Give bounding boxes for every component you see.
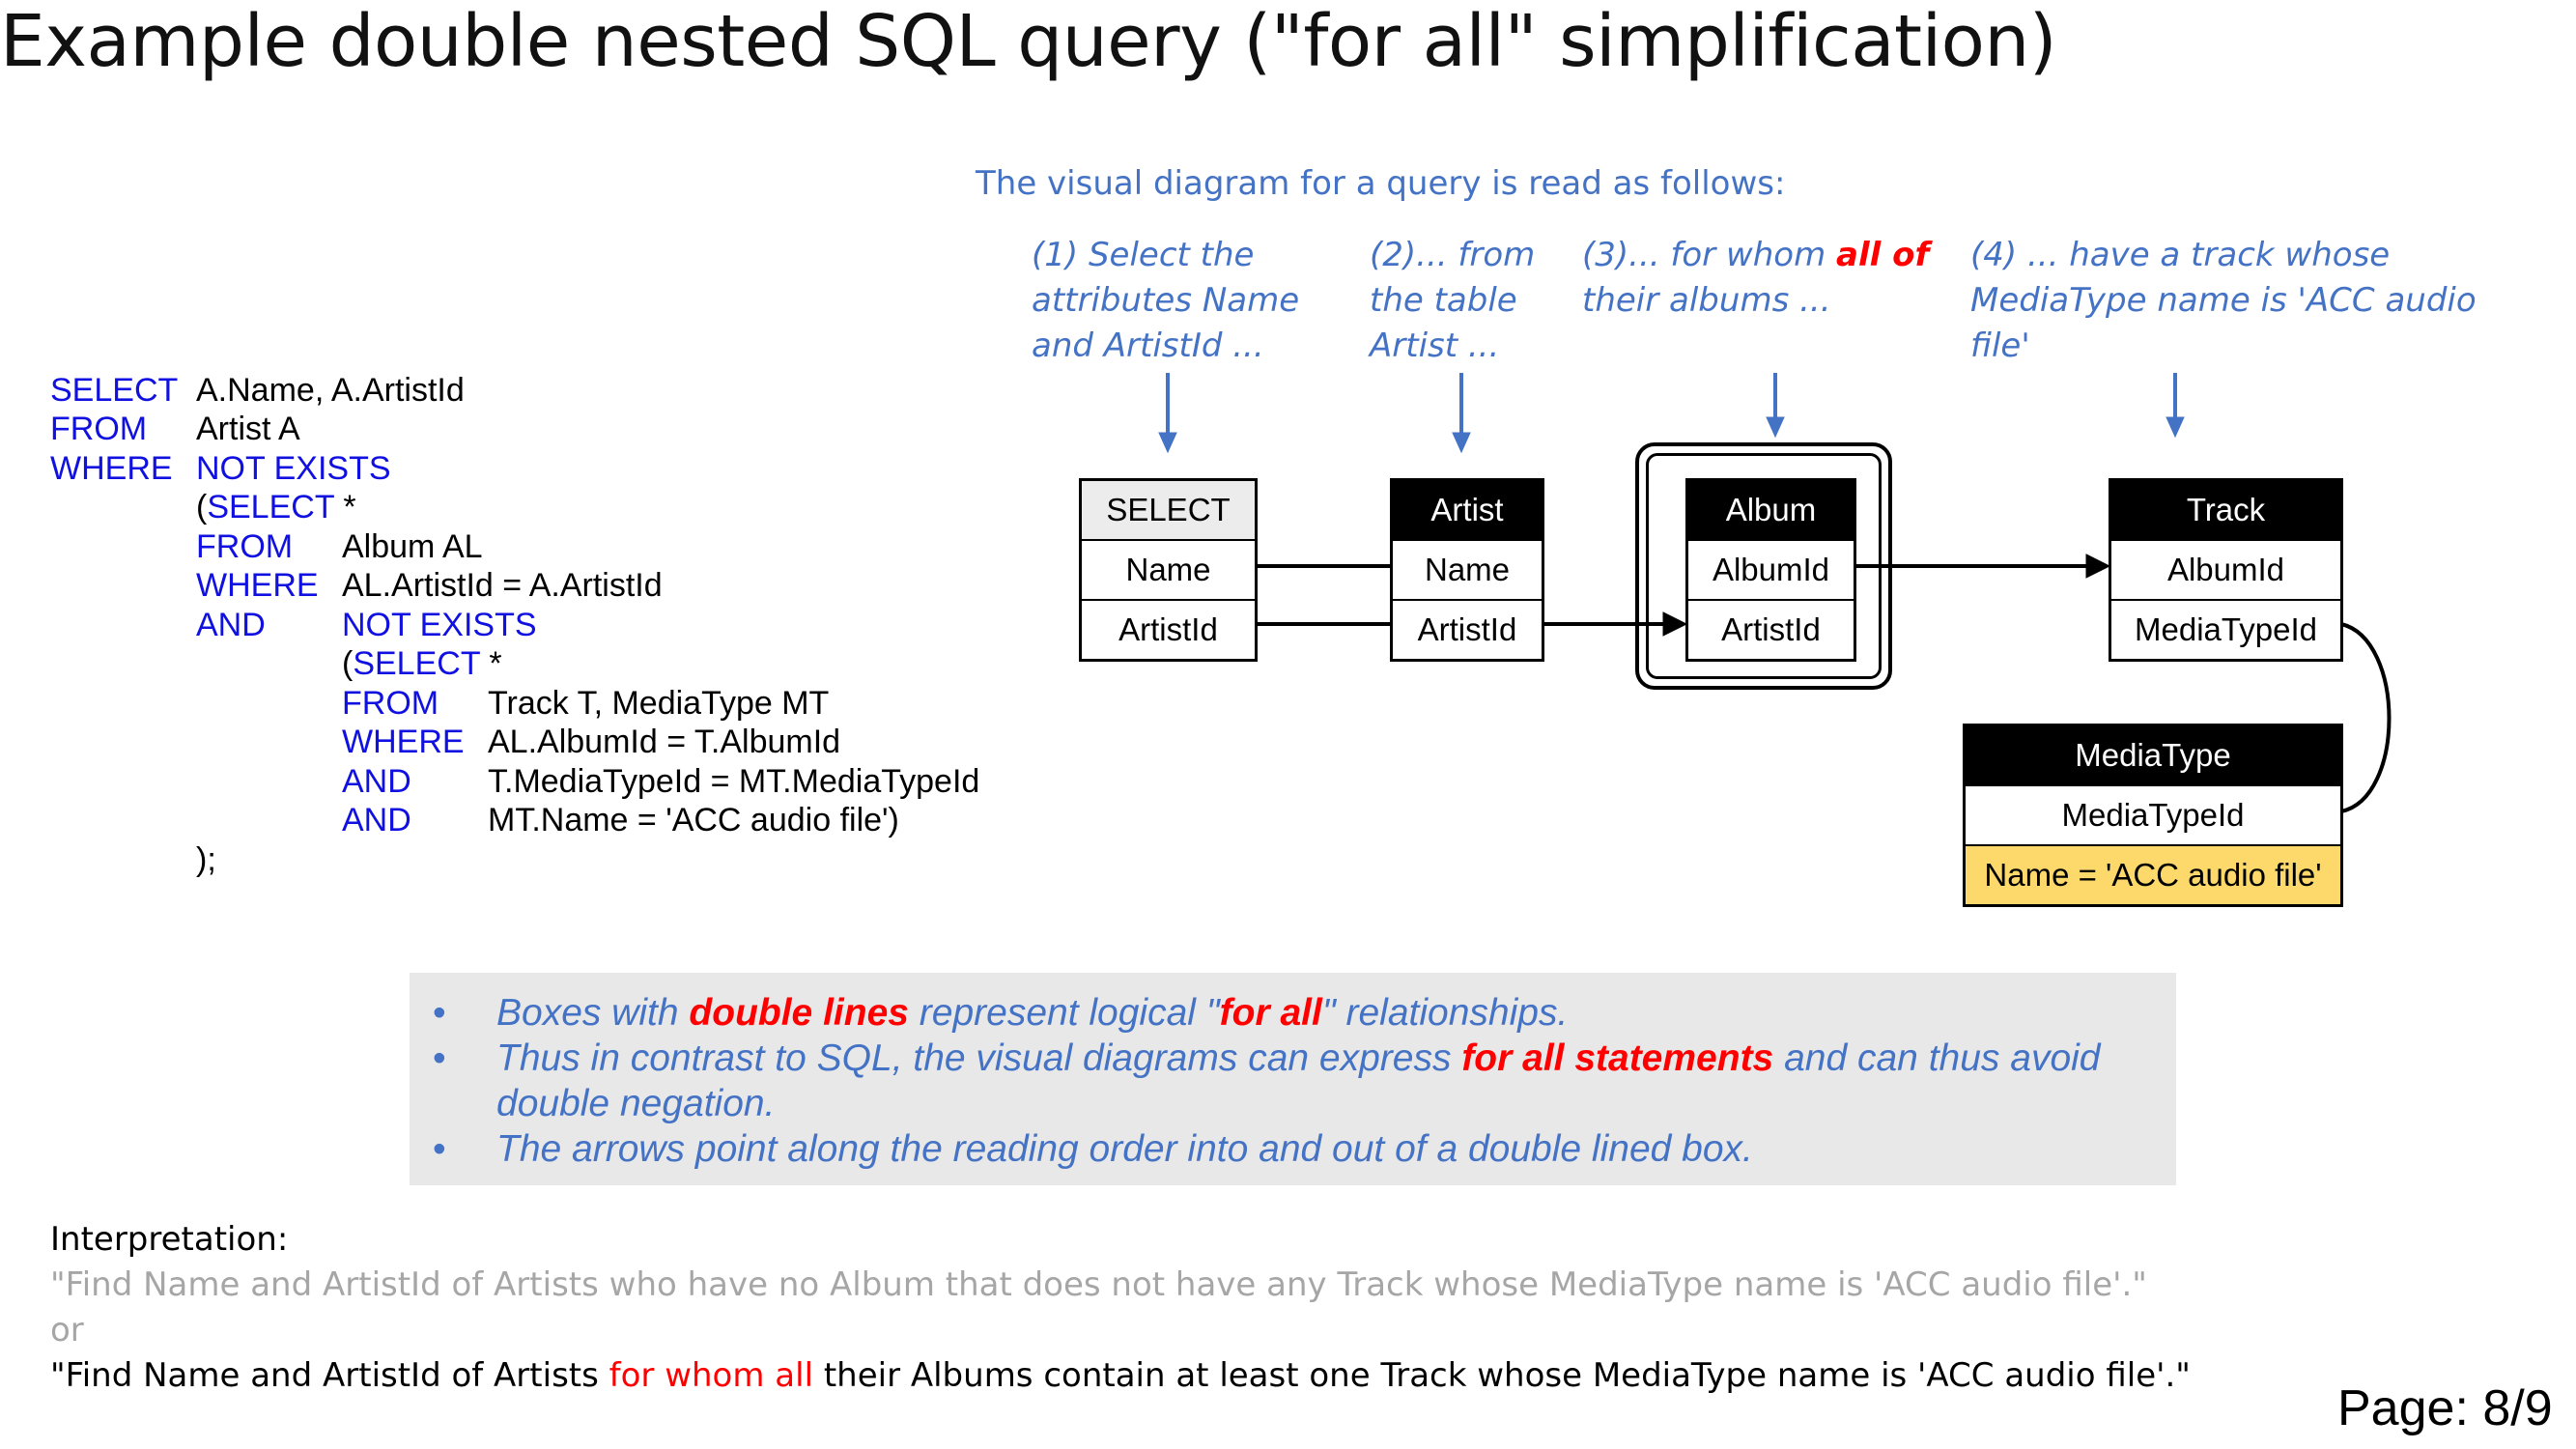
interpretation-label: Interpretation: <box>50 1220 289 1259</box>
artist-table: Artist Name ArtistId <box>1390 478 1544 662</box>
sql-line: MT.Name = 'ACC audio file') <box>488 802 899 838</box>
down-arrow-3-head <box>1766 416 1785 439</box>
artist-attr-name: Name <box>1393 539 1542 599</box>
sql-line: SELECT <box>50 372 179 409</box>
track-attr-mediatypeid: MediaTypeId <box>2111 599 2340 659</box>
album-table: Album AlbumId ArtistId <box>1685 478 1856 662</box>
sql-line: NOT EXISTS <box>342 607 537 643</box>
album-header: Album <box>1688 481 1854 539</box>
bullet-icon: • <box>433 1037 446 1079</box>
sql-line: WHERE <box>342 724 465 760</box>
down-arrow-4-head <box>2166 416 2185 439</box>
sql-line: A.Name, A.ArtistId <box>196 372 465 409</box>
join-mediatypeid <box>2340 622 2392 813</box>
sql-line: FROM <box>196 528 294 565</box>
caption-step-3: (3)... for whom all of their albums ... <box>1582 236 1930 320</box>
sql-line: (SELECT * <box>342 645 502 682</box>
mediatype-attr-mediatypeid: MediaTypeId <box>1966 784 2340 844</box>
sql-line: WHERE <box>50 450 173 487</box>
caption-step-1: (1) Select the attributes Name and Artis… <box>1032 236 1300 365</box>
slide-title: Example double nested SQL query ("for al… <box>0 0 2057 83</box>
select-box: SELECT Name ArtistId <box>1079 478 1258 662</box>
album-attr-albumid: AlbumId <box>1688 539 1854 599</box>
sql-line: WHERE <box>196 567 319 604</box>
sql-line: NOT EXISTS <box>196 450 391 487</box>
sql-line: AND <box>196 607 266 643</box>
down-arrow-2-head <box>1452 432 1471 454</box>
album-double-line-inner <box>1646 453 1882 679</box>
artist-header: Artist <box>1393 481 1542 539</box>
join-albumid-track-head <box>2085 554 2111 579</box>
mediatype-table: MediaType MediaTypeId Name = 'ACC audio … <box>1963 724 2343 907</box>
sql-line: (SELECT * <box>196 489 356 526</box>
album-attr-artistid: ArtistId <box>1688 599 1854 659</box>
select-attr-name: Name <box>1082 539 1255 599</box>
sql-line: Album AL <box>342 528 483 565</box>
sql-line: AL.ArtistId = A.ArtistId <box>342 567 663 604</box>
select-attr-artistid: ArtistId <box>1082 599 1255 659</box>
down-arrow-1-head <box>1158 432 1177 454</box>
sql-line: AL.AlbumId = T.AlbumId <box>488 724 841 760</box>
album-double-line-outer <box>1635 442 1892 690</box>
sql-line: AND <box>342 802 411 838</box>
page-number: Page: 8/9 <box>2337 1380 2553 1436</box>
sql-line: Artist A <box>196 411 300 447</box>
interpretation-query-1: "Find Name and ArtistId of Artists who h… <box>50 1265 2147 1304</box>
interpretation-query-2: "Find Name and ArtistId of Artists for w… <box>50 1356 2191 1395</box>
interpretation-or: or <box>50 1311 84 1350</box>
caption-step-4: (4) ... have a track whose MediaType nam… <box>1970 236 2477 365</box>
bullet-icon: • <box>433 1128 446 1170</box>
join-artistid-album-head <box>1662 611 1688 637</box>
track-header: Track <box>2111 481 2340 539</box>
notes-box: • Boxes with double lines represent logi… <box>410 973 2176 1185</box>
mediatype-header: MediaType <box>1966 726 2340 784</box>
sql-line: FROM <box>342 685 439 722</box>
sql-line: FROM <box>50 411 148 447</box>
track-attr-albumid: AlbumId <box>2111 539 2340 599</box>
sql-line: AND <box>342 763 411 800</box>
sql-line: ); <box>196 841 216 878</box>
bullet-icon: • <box>433 992 446 1034</box>
diagram-intro: The visual diagram for a query is read a… <box>976 164 1786 203</box>
track-table: Track AlbumId MediaTypeId <box>2109 478 2343 662</box>
sql-line: T.MediaTypeId = MT.MediaTypeId <box>488 763 980 800</box>
sql-line: Track T, MediaType MT <box>488 685 830 722</box>
mediatype-selection: Name = 'ACC audio file' <box>1966 844 2340 904</box>
artist-attr-artistid: ArtistId <box>1393 599 1542 659</box>
select-header: SELECT <box>1082 481 1255 539</box>
caption-step-2: (2)... from the table Artist ... <box>1370 236 1536 365</box>
